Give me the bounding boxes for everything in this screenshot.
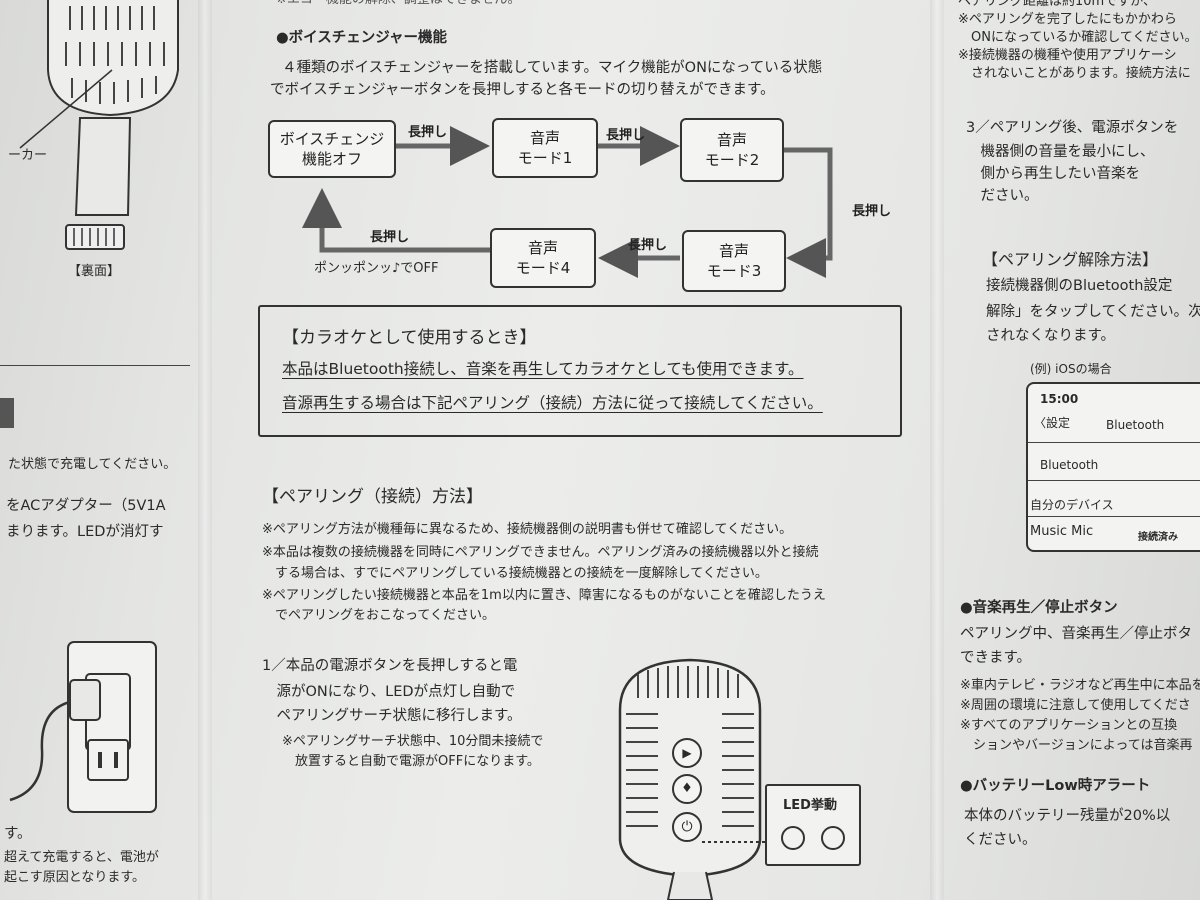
- pairing-heading: 【ペアリング（接続）方法】: [262, 487, 483, 507]
- unpair-body: 解除」をタップしてください。次: [986, 304, 1200, 320]
- step1-note: ※ペアリングサーチ状態中、10分間未接続で: [282, 734, 544, 749]
- right-top-line: されないことがあります。接続方法に: [958, 66, 1191, 81]
- led-blink-icon: [781, 826, 805, 850]
- left-bottom-line: 超えて充電すると、電池が: [4, 850, 159, 865]
- device-row[interactable]: Music Mic: [1030, 524, 1094, 539]
- step3-line: ださい。: [966, 188, 1039, 204]
- pairing-note: ※ペアリング方法が機種毎に異なるため、接続機器側の説明書も併せて確認してください…: [262, 522, 793, 537]
- music-body: できます。: [960, 650, 1032, 666]
- back-label: 設定: [1046, 416, 1071, 430]
- right-top-line: ペアリング距離は約10mですが、: [958, 0, 1156, 9]
- step1-line: ペアリングサーチ状態に移行します。: [262, 708, 522, 724]
- power-button-icon[interactable]: ⏻: [672, 812, 702, 842]
- music-note: ※すべてのアプリケーションとの互換: [960, 718, 1178, 733]
- karaoke-line: 本品はBluetooth接続し、音楽を再生してカラオケとしても使用できます。: [282, 360, 804, 378]
- press-label: 長押し: [606, 128, 646, 143]
- left-bottom-line: す。: [4, 826, 32, 842]
- return-note: ポンッポンッ♪でOFF: [314, 261, 439, 276]
- back-button[interactable]: 〈設定: [1034, 414, 1070, 431]
- mic-back-illustration: [19, 0, 179, 250]
- pairing-note: する場合は、すでにペアリングしている接続機器との接続を一度解除してください。: [262, 566, 768, 581]
- left-line: た状態で充電してください。: [8, 457, 177, 472]
- ios-example-label: (例) iOSの場合: [1030, 362, 1112, 376]
- pairing-note: ※ペアリングしたい接続機器と本品を1m以内に置き、障害になるものがないことを確認…: [262, 588, 826, 603]
- karaoke-title: 【カラオケとして使用するとき】: [282, 328, 537, 348]
- mic-front-illustration: [618, 658, 762, 900]
- music-note: ※周囲の環境に注意して使用してくださ: [960, 698, 1191, 713]
- battery-body: ください。: [964, 832, 1037, 848]
- pairing-note: でペアリングをおこなってください。: [262, 608, 495, 623]
- left-line: をACアダプター（5V1A: [6, 498, 166, 514]
- press-label: 長押し: [370, 230, 410, 245]
- voice-heading: ●ボイスチェンジャー機能: [276, 30, 447, 46]
- divider: [1028, 442, 1200, 443]
- press-label: 長押し: [628, 238, 668, 253]
- step1-line: 源がONになり、LEDが点灯し自動で: [262, 684, 516, 700]
- mic-button-icon[interactable]: ♦: [672, 774, 702, 804]
- battery-heading: ●バッテリーLow時アラート: [960, 778, 1151, 794]
- step3-line: 機器側の音量を最小にし、: [966, 144, 1155, 160]
- phone-title: Bluetooth: [1106, 418, 1165, 432]
- step1-note: 放置すると自動で電源がOFFになります。: [282, 754, 540, 769]
- right-top-line: ONになっているか確認してください。: [958, 30, 1198, 45]
- battery-body: 本体のバッテリー残量が20%以: [964, 808, 1171, 824]
- music-note: ※車内テレビ・ラジオなど再生中に本品を: [960, 678, 1200, 693]
- speaker-label: ーカー: [8, 148, 48, 163]
- divider: [1028, 516, 1200, 517]
- paper-fold: [930, 0, 944, 900]
- press-label: 長押し: [408, 125, 448, 140]
- music-note: ションやバージョンによっては音楽再: [960, 738, 1193, 753]
- led-box: LED挙動: [765, 784, 861, 866]
- section-marker: [0, 398, 14, 428]
- flow-mode2: 音声 モード2: [680, 118, 784, 182]
- karaoke-box: 【カラオケとして使用するとき】 本品はBluetooth接続し、音楽を再生してカ…: [258, 305, 902, 437]
- play-button[interactable]: ▶: [672, 738, 702, 768]
- paper-fold: [198, 0, 212, 900]
- step1-line: 1／本品の電源ボタンを長押しすると電: [262, 658, 518, 674]
- unpair-body: 接続機器側のBluetooth設定: [986, 278, 1173, 294]
- divider: [0, 365, 190, 366]
- flow-mode3: 音声 モード3: [682, 230, 786, 292]
- karaoke-line: 音源再生する場合は下記ペアリング（接続）方法に従って接続してください。: [282, 394, 823, 412]
- pairing-note: ※本品は複数の接続機器を同時にペアリングできません。ペアリング済みの接続機器以外…: [262, 545, 819, 560]
- flow-mode1: 音声 モード1: [492, 118, 598, 178]
- phone-screen: 15:00 〈設定 Bluetooth Bluetooth 自分のデバイス Mu…: [1026, 382, 1200, 552]
- right-top-line: ※接続機器の機種や使用アプリケーシ: [958, 48, 1177, 63]
- charger-illustration: [9, 641, 157, 813]
- press-label: 長押し: [852, 204, 892, 219]
- led-label: LED挙動: [783, 798, 837, 813]
- top-cut-note: ※エコー機能の解除、調整はできません。: [276, 0, 521, 9]
- chevron-left-icon: 〈: [1034, 416, 1047, 430]
- phone-time: 15:00: [1040, 392, 1079, 406]
- music-body: ペアリング中、音楽再生／停止ボタ: [960, 626, 1192, 642]
- back-label: 【裏面】: [68, 264, 121, 279]
- my-devices-label: 自分のデバイス: [1030, 498, 1114, 512]
- step3-line: 側から再生したい音楽を: [966, 166, 1140, 182]
- left-bottom-line: 起こす原因となります。: [4, 870, 146, 885]
- bluetooth-toggle-row[interactable]: Bluetooth: [1040, 458, 1099, 472]
- unpair-body: されなくなります。: [986, 328, 1116, 344]
- flow-voice-off: ボイスチェンジ 機能オフ: [268, 120, 396, 178]
- flow-mode4: 音声 モード4: [490, 228, 596, 288]
- voice-body: ４種類のボイスチェンジャーを搭載しています。マイク機能がONになっている状態: [282, 60, 823, 76]
- right-top-line: ※ペアリングを完了したにもかかわら: [958, 12, 1177, 27]
- music-heading: ●音楽再生／停止ボタン: [960, 600, 1118, 616]
- left-line: まります。LEDが消灯す: [6, 524, 164, 540]
- led-pointer: [702, 841, 766, 843]
- voice-flow-arrows: [302, 126, 833, 278]
- connected-status: 接続済み: [1138, 532, 1178, 543]
- led-blink-icon: [821, 826, 845, 850]
- voice-body: でボイスチェンジャーボタンを長押しすると各モードの切り替えができます。: [270, 82, 775, 98]
- step3-line: 3／ペアリング後、電源ボタンを: [966, 120, 1179, 136]
- unpair-heading: 【ペアリング解除方法】: [982, 250, 1159, 269]
- divider: [1028, 480, 1200, 481]
